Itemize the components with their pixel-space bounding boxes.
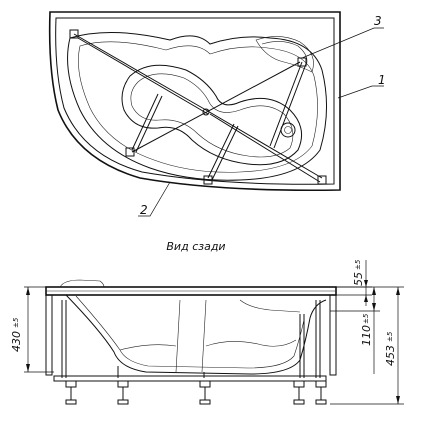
dim-110-value: 110 xyxy=(360,325,373,346)
callout-1: 1 xyxy=(378,73,386,87)
rear-bowl-inner xyxy=(75,295,305,369)
rear-headrest xyxy=(59,279,105,288)
base-rail xyxy=(53,375,327,382)
frame-struts xyxy=(73,33,323,183)
headrest xyxy=(255,36,314,73)
top-view xyxy=(48,11,384,217)
callout-leaders xyxy=(138,27,384,217)
tub-outer-rim xyxy=(48,11,341,192)
rear-legs xyxy=(61,300,321,378)
feet xyxy=(65,380,327,405)
tub-bowl-outer xyxy=(67,31,327,181)
rear-view xyxy=(24,260,404,405)
rear-bowl xyxy=(65,294,327,375)
dim-430-value: 430 xyxy=(10,331,23,352)
headrest-inner xyxy=(261,41,308,67)
right-end xyxy=(329,294,337,376)
tub-basin xyxy=(121,64,303,166)
dim-110-tol: ±5 xyxy=(362,313,370,324)
dim-453-value: 453 xyxy=(384,345,397,366)
dim-110 xyxy=(330,287,380,374)
dim-430 xyxy=(24,286,54,373)
leg-mounts xyxy=(69,29,327,185)
dim-453 xyxy=(330,286,404,405)
drain-inner xyxy=(284,126,292,134)
callout-3: 3 xyxy=(374,14,382,28)
callout-2: 2 xyxy=(140,203,148,217)
dim-55-tol: ±5 xyxy=(354,259,362,270)
tub-bowl-inner xyxy=(78,41,318,173)
dim-55-value: 55 xyxy=(352,272,365,286)
left-end xyxy=(45,294,53,376)
dim-453-tol: ±5 xyxy=(386,331,394,342)
tub-inner-rim xyxy=(55,17,335,185)
tub-basin-inner xyxy=(130,73,294,158)
view-label: Вид сзади xyxy=(166,240,225,253)
dim-430-tol: ±5 xyxy=(12,317,20,328)
